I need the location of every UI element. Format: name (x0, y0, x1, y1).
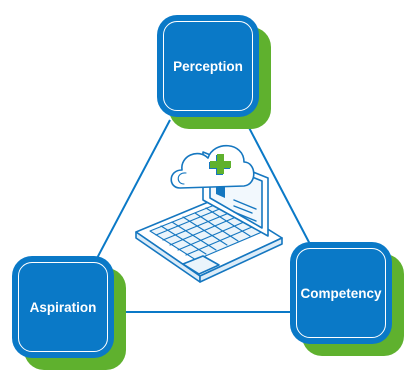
connector-perception-competency (244, 119, 313, 249)
touchpad (182, 255, 220, 275)
node-label-perception: Perception (173, 58, 243, 74)
node-inner-border: Competency (296, 248, 386, 338)
screen-text-lines (233, 199, 257, 222)
node-competency: Competency (290, 242, 404, 356)
node-perception: Perception (157, 15, 271, 129)
connector-perception-aspiration (94, 119, 171, 263)
node-label-aspiration: Aspiration (29, 299, 97, 315)
node-box: Competency (290, 242, 392, 344)
node-box: Perception (157, 15, 259, 117)
node-inner-border: Perception (163, 21, 253, 111)
node-box: Aspiration (12, 256, 114, 358)
node-label-competency: Competency (300, 285, 382, 301)
medical-cross-icon (209, 154, 231, 175)
node-aspiration: Aspiration (12, 256, 126, 370)
laptop-cloud-icon (135, 144, 283, 283)
node-inner-border: Aspiration (18, 262, 108, 352)
